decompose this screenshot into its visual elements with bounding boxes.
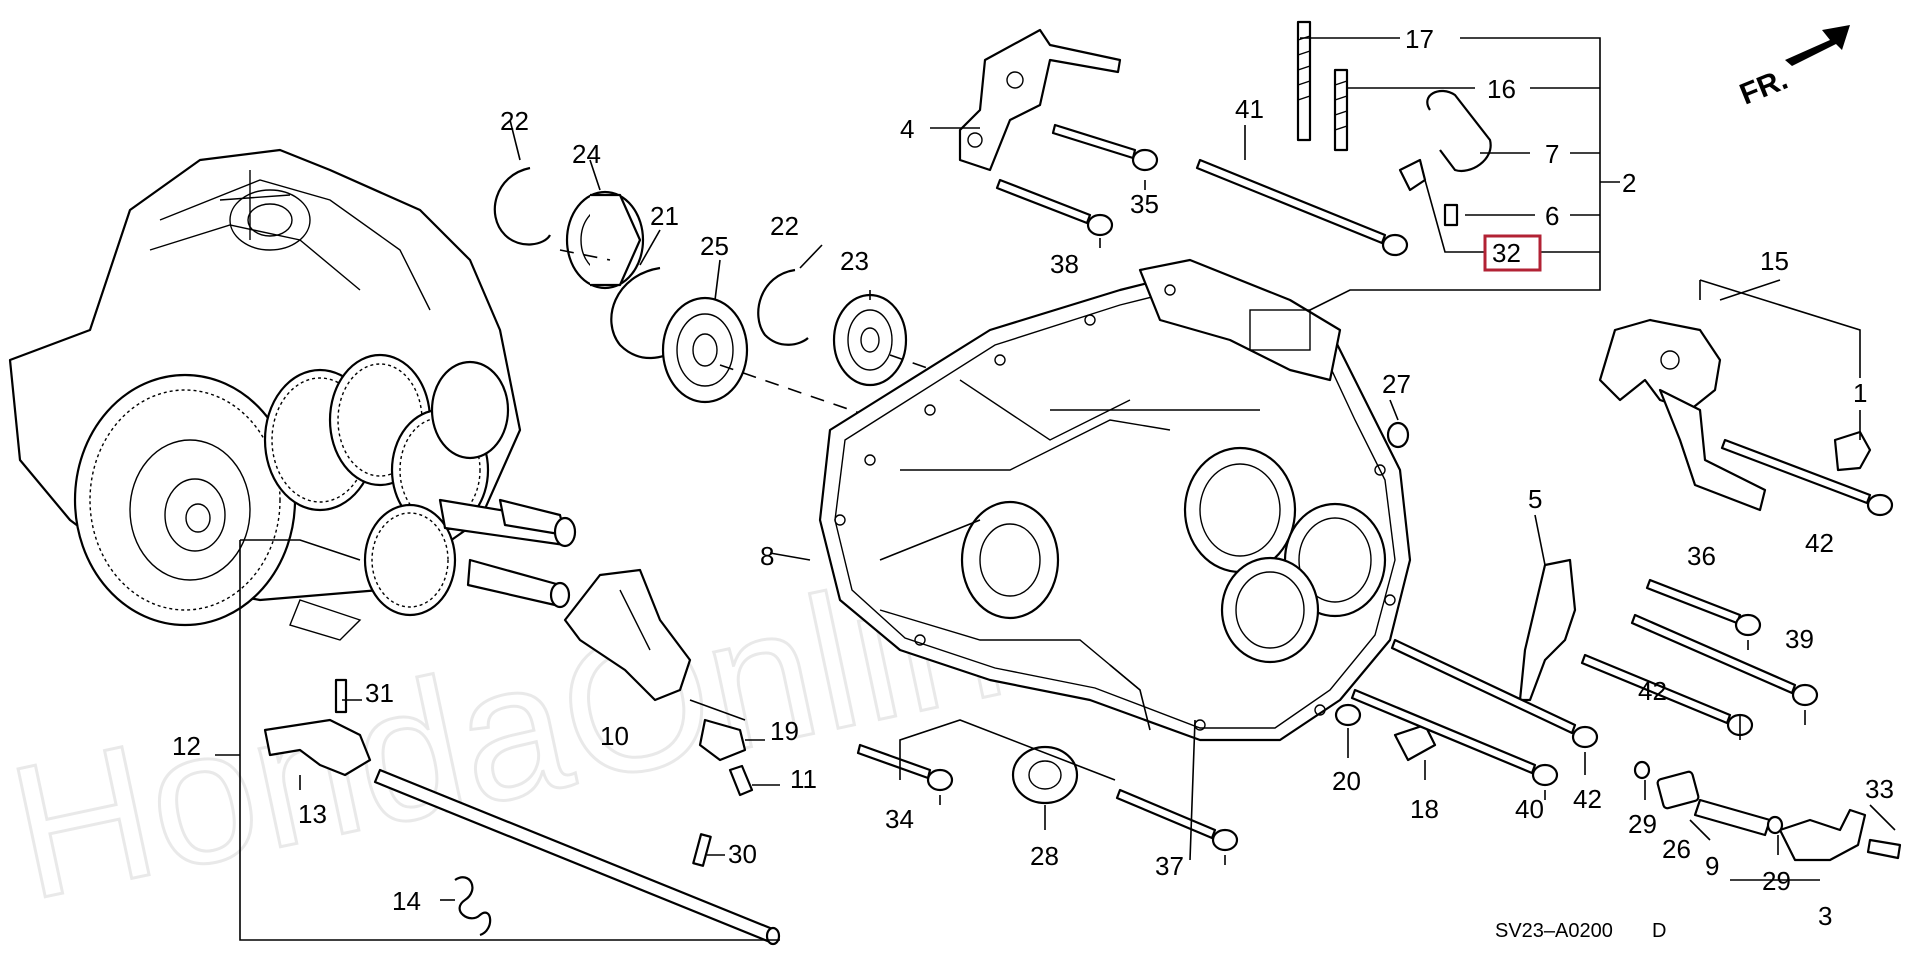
callout-9[interactable]: 9 (1705, 851, 1719, 881)
callout-10[interactable]: 10 (600, 721, 629, 751)
callout-22-right[interactable]: 22 (770, 211, 799, 241)
callout-37[interactable]: 37 (1155, 851, 1184, 881)
callout-25[interactable]: 25 (700, 231, 729, 261)
callout-28[interactable]: 28 (1030, 841, 1059, 871)
callout-18[interactable]: 18 (1410, 794, 1439, 824)
callout-35[interactable]: 35 (1130, 189, 1159, 219)
highlight-box-32 (1483, 234, 1542, 272)
callout-7[interactable]: 7 (1545, 139, 1559, 169)
callout-6[interactable]: 6 (1545, 201, 1559, 231)
callout-12[interactable]: 12 (172, 731, 201, 761)
transmission-case (818, 258, 1412, 742)
callout-34[interactable]: 34 (885, 804, 914, 834)
callout-numbers[interactable]: 17 16 7 2 6 32 15 1 42 4 41 35 38 27 8 5… (172, 24, 1894, 931)
callout-32[interactable]: 32 (1492, 238, 1521, 268)
front-direction-indicator: FR. (1735, 25, 1850, 111)
leader-lines (215, 37, 1896, 941)
callout-8[interactable]: 8 (760, 541, 774, 571)
callout-29-right[interactable]: 29 (1762, 866, 1791, 896)
callout-21[interactable]: 21 (650, 201, 679, 231)
callout-26[interactable]: 26 (1662, 834, 1691, 864)
callout-16[interactable]: 16 (1487, 74, 1516, 104)
callout-39[interactable]: 39 (1785, 624, 1814, 654)
callout-29-left[interactable]: 29 (1628, 809, 1657, 839)
callout-27[interactable]: 27 (1382, 369, 1411, 399)
transmission-assembly (8, 148, 577, 641)
bearings-and-snaprings (493, 166, 991, 421)
callout-40[interactable]: 40 (1515, 794, 1544, 824)
callout-41[interactable]: 41 (1235, 94, 1264, 124)
callout-2[interactable]: 2 (1622, 168, 1636, 198)
callout-3[interactable]: 3 (1818, 901, 1832, 931)
callout-42-lower[interactable]: 42 (1573, 784, 1602, 814)
callout-13[interactable]: 13 (298, 799, 327, 829)
callout-5[interactable]: 5 (1528, 484, 1542, 514)
callout-23[interactable]: 23 (840, 246, 869, 276)
callout-31[interactable]: 31 (365, 678, 394, 708)
callout-1[interactable]: 1 (1853, 378, 1867, 408)
callout-17[interactable]: 17 (1405, 24, 1434, 54)
callout-38[interactable]: 38 (1050, 249, 1079, 279)
diagram-code-text: SV23–A0200 (1495, 920, 1613, 942)
bolts (856, 123, 1894, 852)
callout-11[interactable]: 11 (790, 764, 817, 794)
callout-20[interactable]: 20 (1332, 766, 1361, 796)
callout-22-left[interactable]: 22 (500, 106, 529, 136)
callout-42-right[interactable]: 42 (1805, 528, 1834, 558)
callout-36[interactable]: 36 (1687, 541, 1716, 571)
callout-14[interactable]: 14 (392, 886, 421, 916)
callout-19[interactable]: 19 (770, 716, 799, 746)
front-arrow-icon (1785, 25, 1850, 66)
diagram-code: SV23–A0200 D (1495, 920, 1666, 942)
callout-24[interactable]: 24 (572, 139, 601, 169)
callout-33[interactable]: 33 (1865, 774, 1894, 804)
callout-15[interactable]: 15 (1760, 246, 1789, 276)
callout-30[interactable]: 30 (728, 839, 757, 869)
brackets (263, 20, 1902, 946)
front-label: FR. (1735, 63, 1792, 112)
diagram-code-suffix: D (1652, 920, 1666, 942)
callout-42-middle[interactable]: 42 (1638, 676, 1667, 706)
callout-4[interactable]: 4 (900, 114, 914, 144)
